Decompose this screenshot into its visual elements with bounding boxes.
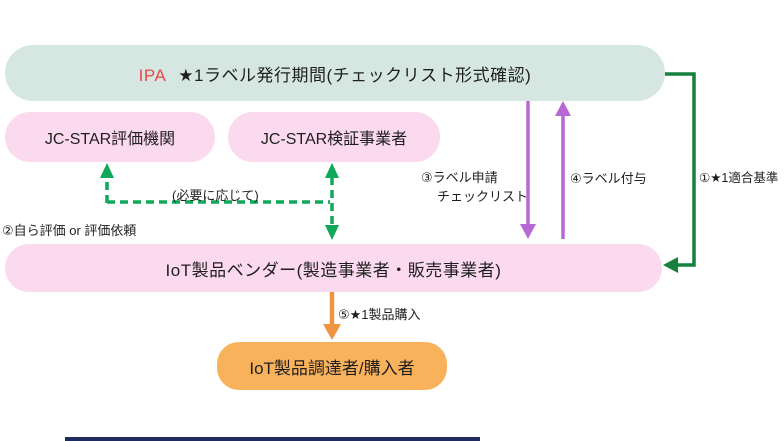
edge-label-step4-grant: ④ラベル付与: [570, 171, 647, 186]
iot-vendor-label: IoT製品ベンダー(製造事業者・販売事業者): [165, 260, 502, 280]
edge-label-optional-note: (必要に応じて): [172, 188, 259, 203]
node-verification-business: JC-STAR検証事業者: [228, 112, 440, 162]
dashed-arrow-evaluator-head-up-icon: [100, 163, 114, 178]
evaluation-body-label: JC-STAR評価機関: [44, 131, 176, 148]
arrow-purchase-head-down-icon: [323, 324, 341, 340]
arrow-conformance-criteria-head-left-icon: [663, 257, 678, 273]
node-evaluation-body: JC-STAR評価機関: [5, 112, 215, 162]
ipa-label-text: ★1ラベル発行期間(チェックリスト形式確認): [178, 65, 532, 85]
step3-line2: チェックリスト: [437, 189, 529, 204]
edge-label-step5-purchase: ⑤★1製品購入: [338, 307, 421, 322]
ipa-org-name: IPA: [138, 65, 167, 85]
node-iot-vendor: IoT製品ベンダー(製造事業者・販売事業者): [5, 244, 662, 292]
node-iot-procurer: IoT製品調達者/購入者: [217, 342, 447, 390]
bottom-navy-bar: [65, 437, 480, 441]
edge-label-step2-self-evaluation: ②自ら評価 or 評価依頼: [2, 223, 137, 238]
iot-procurer-label: IoT製品調達者/購入者: [249, 358, 415, 378]
arrow-conformance-criteria-line: [665, 72, 696, 267]
arrow-label-application-head-down-icon: [520, 224, 536, 239]
dashed-arrow-vendor-head-down-icon: [325, 225, 339, 240]
edge-label-step3-application: ③ラベル申請 チェックリスト: [421, 168, 528, 206]
node-ipa-label-issuer: IPA ★1ラベル発行期間(チェックリスト形式確認): [5, 45, 665, 101]
arrow-label-grant-head-up-icon: [555, 101, 571, 116]
dashed-arrow-verifier-head-up-icon: [325, 163, 339, 178]
step3-line1: ③ラベル申請: [421, 170, 498, 185]
verification-business-label: JC-STAR検証事業者: [260, 131, 408, 148]
edge-label-step1-conformance: ①★1適合基準: [699, 171, 779, 185]
